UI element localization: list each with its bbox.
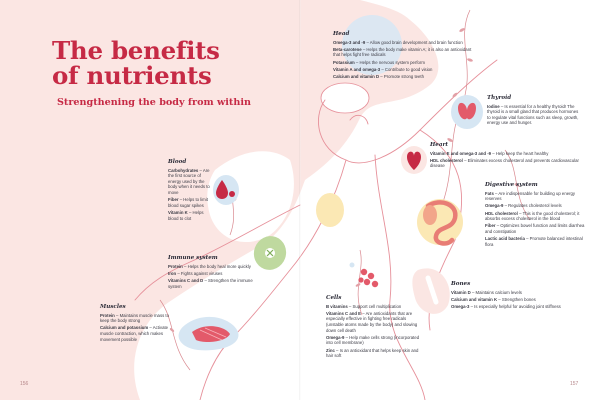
bone-icon [425,275,439,305]
list-item: Vitamin E and omega-3 and -9 – Help keep… [430,150,549,156]
list-item: Calcium and vitamin D – Promote strong t… [333,73,424,79]
section-thyroid: Thyroid Iodine – Is essential for a heal… [487,95,579,128]
list-item: Omega-9 – Regulates cholesterol levels [485,203,562,209]
belly-blob [316,193,344,227]
section-heading: Immune system [168,255,218,261]
list-item: Iodine – Is essential for a healthy thyr… [487,103,579,126]
section-heading: Muscles [100,304,126,310]
list-item: Fiber – Optimizes bowel function and lim… [485,223,585,234]
section-digestive-system: Digestive system Fats – Are indispensabl… [485,182,585,249]
cells-icon [358,268,379,288]
section-immune-system: Immune system Protein – Helps the body h… [168,255,256,291]
list-item: Vitamin D – Maintains calcium levels [451,289,522,295]
page-title: The benefits of nutrients [52,36,220,90]
list-item: HDL cholesterol – Eliminates excess chol… [430,157,579,169]
list-item: Protein – Maintains muscle mass to keep … [100,312,170,324]
muscle-icon [192,326,230,342]
digestive-blob [417,199,463,245]
list-item: Potassium – Helps the nervous system per… [333,59,425,65]
section-heading: Bones [451,281,471,287]
section-heading: Blood [168,159,187,165]
list-item: Zinc – Is an antioxidant that helps keep… [326,347,419,359]
list-item: Lactic acid bacteria – Promote balanced … [485,236,583,247]
list-item: Vitamins C and E – Are antioxidants that… [326,310,418,333]
section-heading: Head [333,31,350,37]
section-cells: Cells B vitamins – Support cell multipli… [326,295,420,360]
section-heart: Heart Vitamin E and omega-3 and -9 – Hel… [430,142,580,171]
section-heading: Cells [326,295,342,301]
section-muscles: Muscles Protein – Maintains muscle mass … [100,304,175,344]
list-item: Calcium and vitamin K – Strengthen bones [451,296,536,302]
section-bones: Bones Vitamin D – Maintains calcium leve… [451,281,586,311]
list-item: Protein – Helps the body heal more quick… [168,263,251,269]
list-item: Iron – Fights against viruses [168,270,223,276]
list-item: Calcium and potassium – Activate muscle … [100,325,169,342]
brain-blob [342,15,402,75]
section-heading: Digestive system [485,182,538,188]
list-item: HDL cholesterol – This is the good chole… [485,210,580,222]
section-blood: Blood Carbohydrates – Are the first sour… [168,159,211,223]
section-heading: Heart [430,142,448,148]
thyroid-icon [458,102,476,120]
digestive-system-icon [425,200,458,246]
section-head: Head Omega-3 and -9 – Allow good brain d… [333,31,473,81]
section-heading: Thyroid [487,95,512,101]
page-number-left: 156 [20,381,29,387]
list-item: Fiber – Helps to limit blood sugar spike… [168,197,208,208]
list-item: Fats – Are indispensable for building up… [485,190,576,202]
list-item: Beta-carotene – Helps the body make vita… [333,46,472,58]
list-item: Vitamins C and D – Strengthen the immune… [168,277,253,289]
list-item: B vitamins – Support cell multiplication [326,303,402,309]
list-item: Vitamin K – Helps blood to clot [168,209,204,221]
list-item: Omega-3 and -9 – Allow good brain develo… [333,39,463,45]
list-item: Omega-3 – Is especially helpful for avoi… [451,303,561,309]
heart-icon [407,151,421,170]
list-item: Omega-9 – Help make cells strong (incorp… [326,334,420,346]
blood-drop-icon [216,180,228,199]
body-silhouette [134,0,600,400]
list-item: Vitamin A and omega-3 – Contribute to go… [333,66,433,72]
page-number-right: 157 [570,381,579,387]
list-item: Carbohydrates – Are the first source of … [168,167,210,195]
book-spine [299,0,301,400]
page-subtitle: Strengthening the body from within [57,97,251,108]
